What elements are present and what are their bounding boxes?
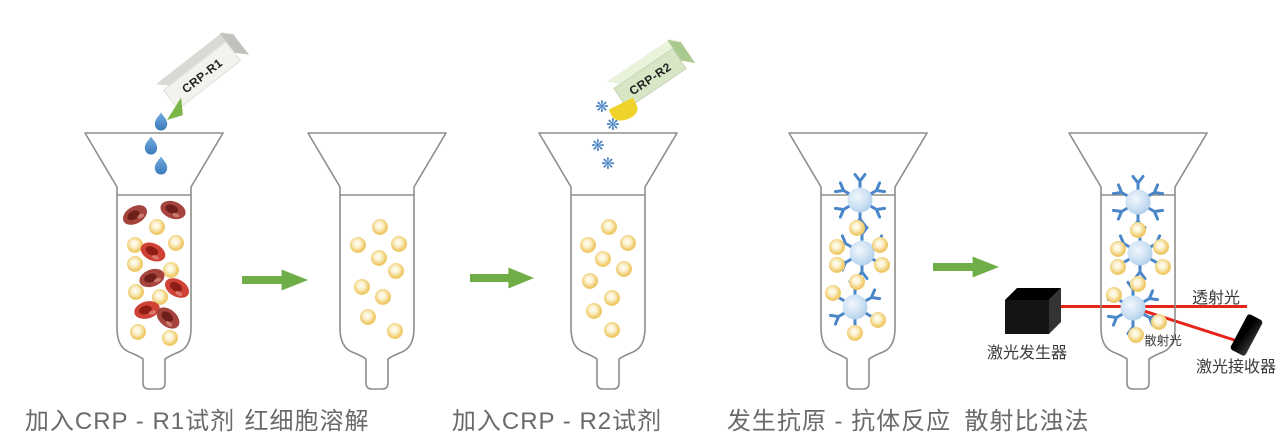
svg-text:❋: ❋ (601, 156, 614, 173)
laser-receiver-icon (1229, 313, 1264, 357)
stage-antigen-antibody-reaction (773, 100, 943, 393)
svg-text:❋: ❋ (595, 99, 608, 116)
transmitted-light-label: 透射光 (1191, 290, 1241, 307)
stage-add-crp-r2: ❋❋❋❋ (523, 99, 693, 393)
funnel-tube-icon (84, 112, 224, 390)
funnel-tube-icon (788, 132, 928, 390)
svg-text:❋: ❋ (591, 138, 604, 155)
funnel-tube-icon (307, 132, 447, 390)
step-label-1: 加入CRP - R1试剂 (24, 408, 236, 435)
stage-scatter-turbidimetry (1053, 100, 1223, 393)
scattered-light-label: 散射光 (1144, 334, 1182, 348)
laser-receiver-label: 激光接收器 (1195, 359, 1277, 376)
funnel-tube-icon: ❋❋❋❋ (538, 99, 678, 390)
step-label-4: 发生抗原 - 抗体反应 (726, 408, 952, 435)
laser-generator-icon (1005, 288, 1061, 334)
stage-add-crp-r1 (69, 100, 239, 393)
funnel-tube-icon (1068, 132, 1208, 390)
transmitted-light-beam (1046, 305, 1247, 308)
stage-rbc-lysis (292, 100, 462, 393)
step-label-3: 加入CRP - R2试剂 (451, 408, 663, 435)
step-label-2: 红细胞溶解 (244, 408, 370, 435)
step-label-5: 散射比浊法 (964, 408, 1090, 435)
svg-text:❋: ❋ (606, 117, 619, 134)
laser-generator-label: 激光发生器 (986, 345, 1068, 362)
